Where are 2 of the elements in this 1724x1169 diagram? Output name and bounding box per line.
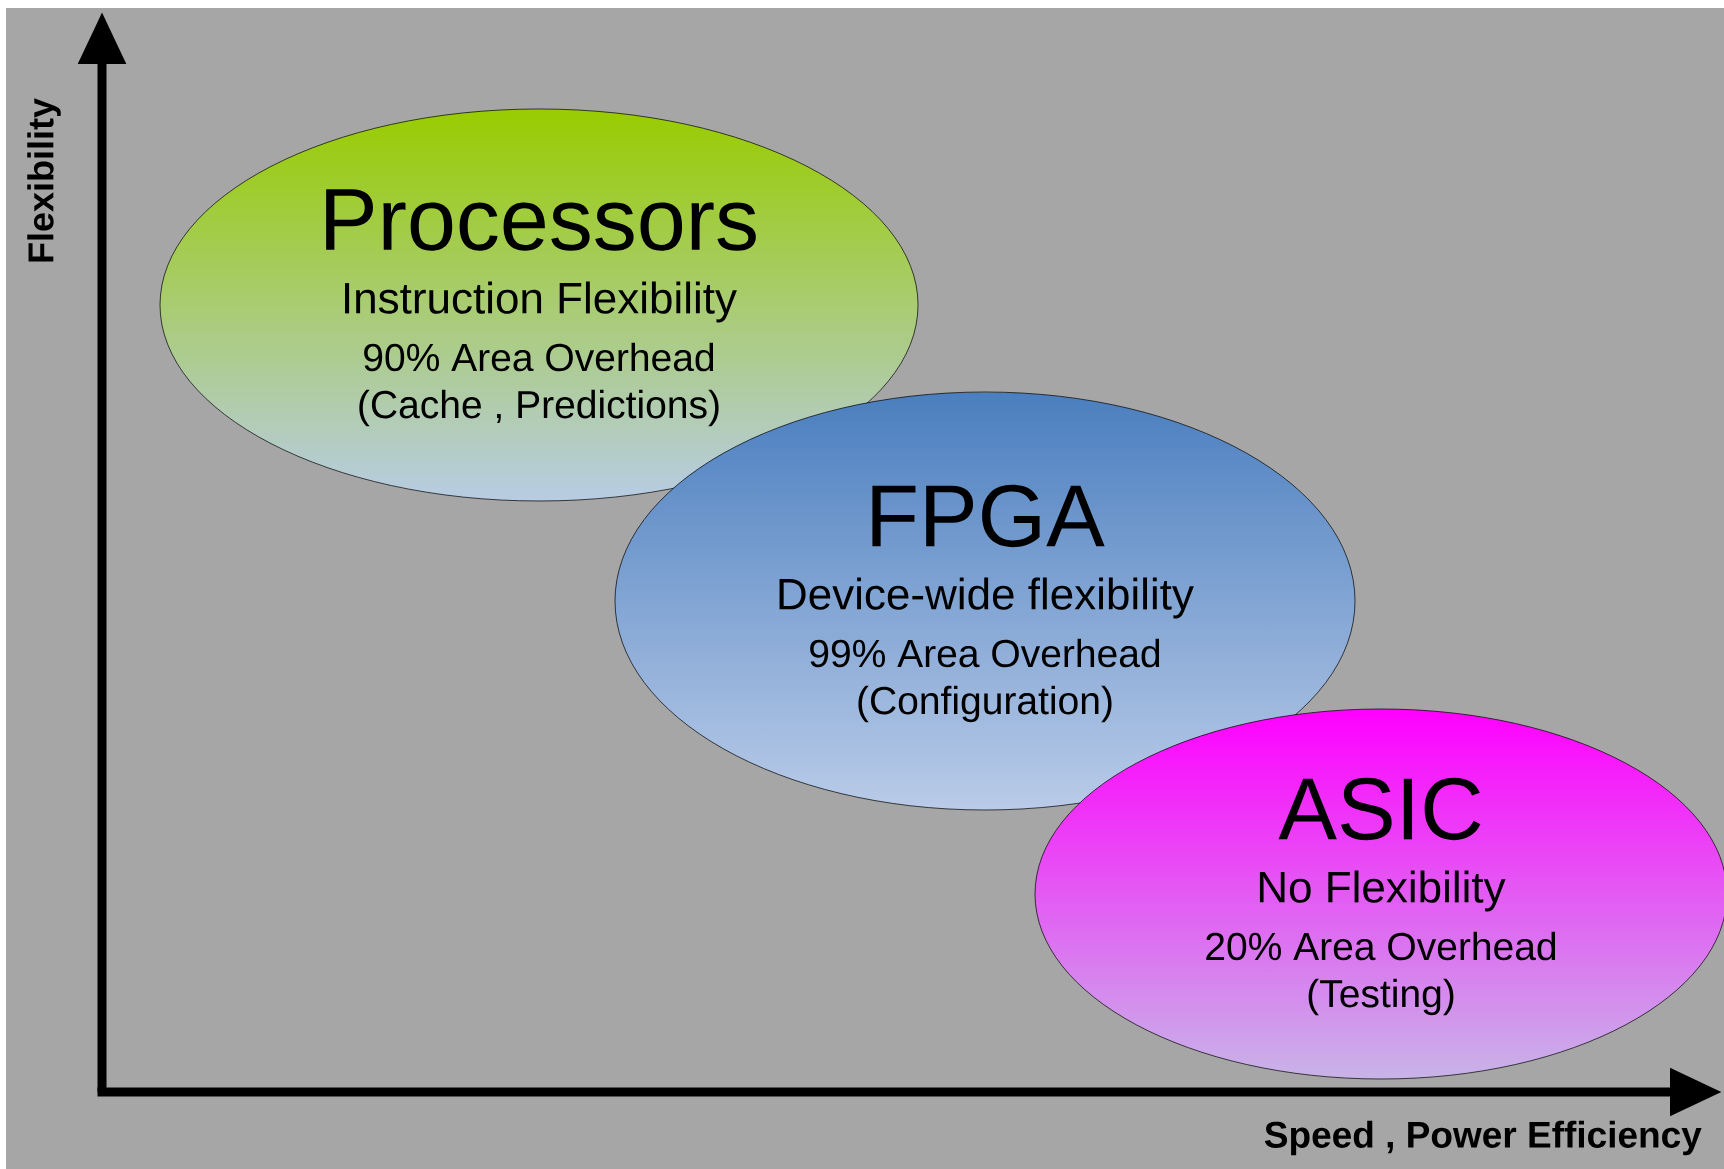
axis-label: Flexibility bbox=[27, 98, 61, 262]
axis-label: Speed , Power Efficiency bbox=[1264, 1120, 1702, 1156]
